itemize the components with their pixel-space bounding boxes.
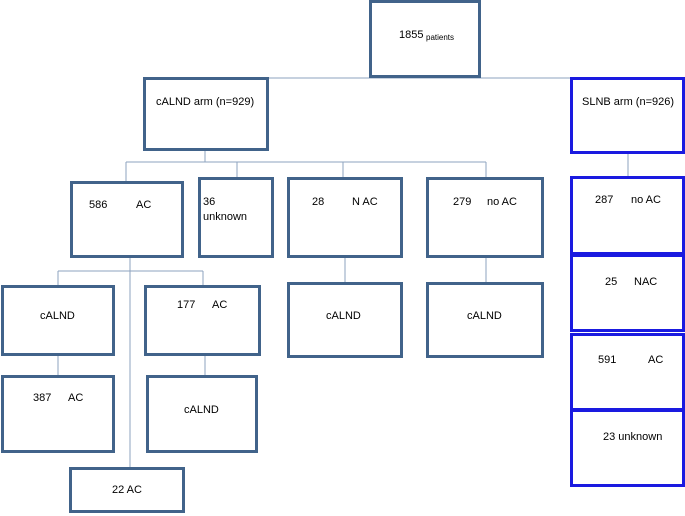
slnb-arm-box: [570, 77, 685, 154]
group-36-unknown-box: [198, 177, 274, 258]
slnb-25-nac-box: [570, 254, 685, 332]
group-28-nac-box: [287, 177, 403, 258]
root-count: 1855: [399, 29, 424, 41]
ac-387-count: 387: [33, 392, 52, 404]
calnd-under-177-box: [146, 375, 258, 453]
ac-387-box: [1, 375, 115, 453]
group-586-label: AC: [136, 199, 152, 211]
slnb-287-label: no AC: [631, 194, 661, 206]
ac-177-count: 177: [177, 299, 196, 311]
root-unit: patients: [426, 33, 455, 42]
ac-177-label: AC: [212, 299, 228, 311]
slnb-23-unknown-label: 23 unknown: [603, 431, 663, 443]
slnb-287-no-ac-box: [570, 176, 685, 255]
ac-22-label: 22 AC: [112, 484, 142, 496]
slnb-591-count: 591: [598, 354, 617, 366]
calnd-left-label: cALND: [40, 310, 75, 322]
root-box: [369, 0, 481, 78]
group-28-count: 28: [312, 196, 325, 208]
connector-bus-drops: [125, 162, 487, 181]
calnd-under-177-label: cALND: [184, 404, 219, 416]
group-28-label: N AC: [352, 196, 378, 208]
slnb-arm-label: SLNB arm (n=926): [582, 96, 675, 108]
group-36-count: 36: [203, 196, 216, 208]
group-279-count: 279: [453, 196, 472, 208]
nac-calnd-label: cALND: [326, 310, 361, 322]
group-586-ac-box: [70, 181, 184, 258]
calnd-arm-box: [143, 77, 269, 151]
slnb-287-count: 287: [595, 194, 614, 206]
ac-22-box: [69, 467, 185, 513]
calnd-left-box: [1, 285, 115, 356]
group-279-no-ac-box: [426, 177, 544, 258]
ac-177-box: [144, 285, 261, 356]
group-36-label: unknown: [203, 211, 248, 223]
slnb-25-count: 25: [605, 276, 618, 288]
ac-387-label: AC: [68, 392, 84, 404]
calnd-arm-label: cALND arm (n=929): [156, 96, 255, 108]
slnb-591-label: AC: [648, 354, 664, 366]
slnb-25-label: NAC: [634, 276, 658, 288]
nac-calnd-box: [287, 282, 403, 358]
noac-calnd-box: [426, 282, 544, 358]
slnb-23-unknown-box: [570, 409, 685, 487]
noac-calnd-label: cALND: [467, 310, 502, 322]
group-279-label: no AC: [487, 196, 517, 208]
slnb-591-ac-box: [570, 333, 685, 411]
group-586-count: 586: [89, 199, 108, 211]
